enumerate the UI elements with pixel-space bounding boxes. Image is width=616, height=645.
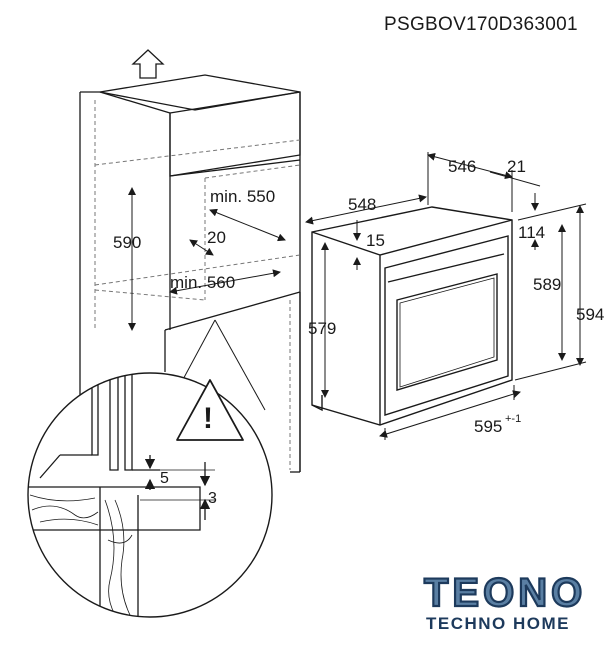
oven-door-thickness-label: 21	[507, 157, 526, 176]
niche-min-depth-label: min. 550	[210, 187, 275, 206]
oven-width-label: 595	[474, 417, 502, 436]
warning-mark: !	[203, 402, 213, 435]
up-arrow-icon	[131, 49, 165, 79]
detail-callout: ! 5 3	[27, 319, 273, 618]
cabinet-drawing	[79, 49, 301, 473]
detail-clearance-label: 3	[208, 490, 217, 507]
oven-top-gap-label: 15	[366, 231, 385, 250]
niche-height-label: 590	[113, 233, 141, 252]
model-code: PSGBOV170D363001	[384, 14, 578, 35]
oven-panel-height-label: 114	[518, 223, 545, 242]
oven-width-tolerance-label: +-1	[505, 413, 521, 425]
oven-depth-body-label: 546	[448, 157, 476, 176]
oven-side-height-label: 579	[308, 319, 336, 338]
brand-logo: TEONO TECHNO HOME	[422, 568, 612, 634]
brand-tagline: TECHNO HOME	[426, 614, 570, 633]
oven-body-height-label: 589	[533, 275, 561, 294]
oven-drawing	[311, 206, 513, 426]
oven-total-height-label: 594	[576, 305, 604, 324]
niche-min-width-label: min. 560	[170, 273, 235, 292]
brand-name: TEONO	[424, 571, 586, 615]
warning-icon	[176, 379, 244, 441]
oven-depth-total-label: 548	[348, 195, 376, 214]
cabinet-dimension-lines	[128, 187, 286, 331]
oven-dimension-lines	[305, 152, 587, 440]
detail-gap-label: 5	[160, 470, 169, 487]
niche-offset-label: 20	[207, 228, 226, 247]
